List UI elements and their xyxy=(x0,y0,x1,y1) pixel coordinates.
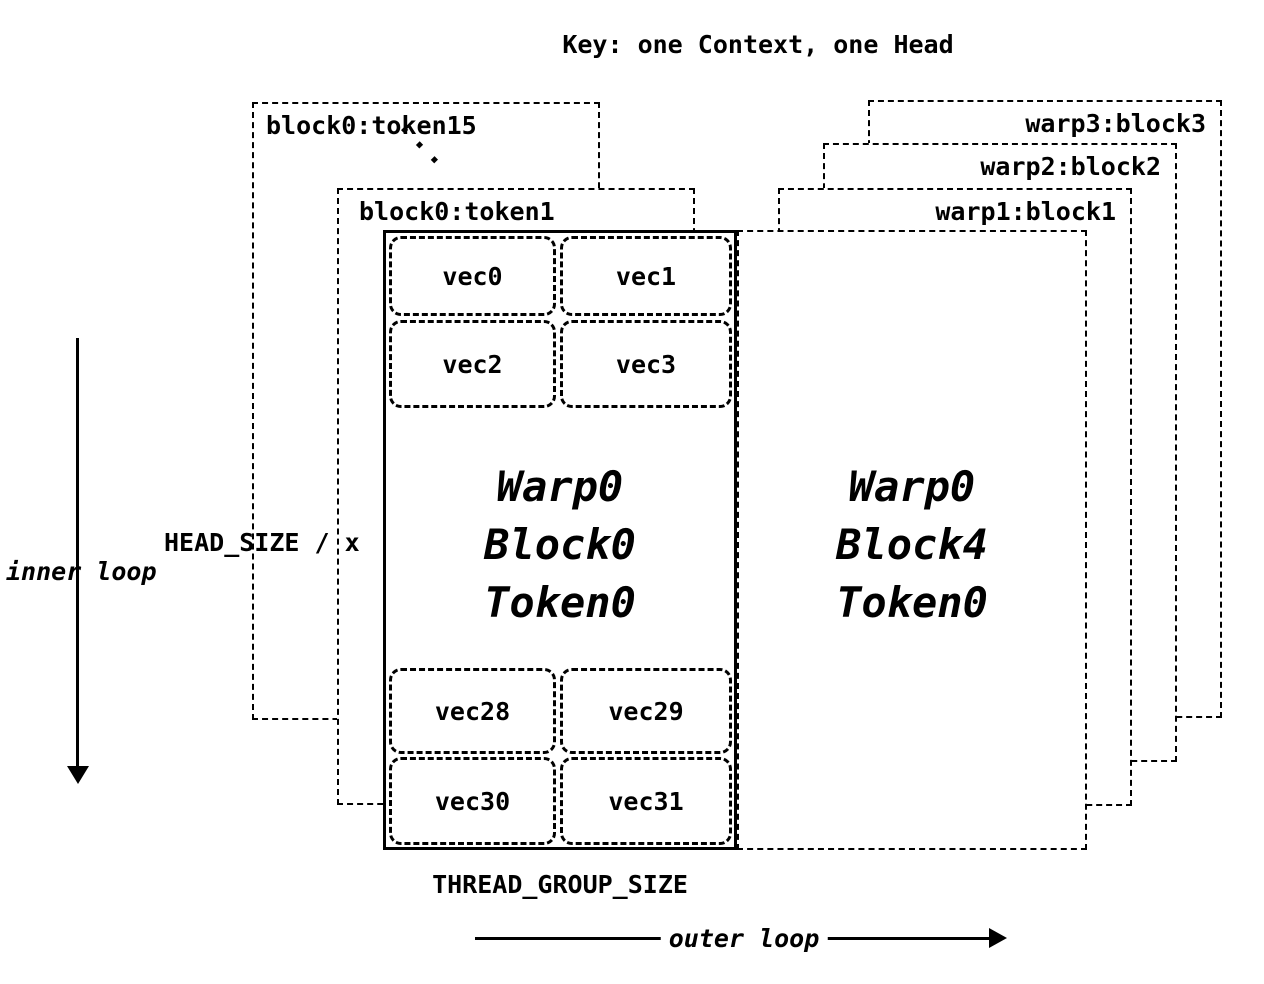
vec28-box: vec28 xyxy=(389,668,556,754)
label-warp1-block1: warp1:block1 xyxy=(935,197,1116,226)
diagram-title: Key: one Context, one Head xyxy=(562,30,954,59)
vec1-box: vec1 xyxy=(560,236,732,316)
warp-label-line: Warp0 xyxy=(848,462,976,511)
inner-loop-label: inner loop xyxy=(6,557,157,586)
inner-loop-arrowhead xyxy=(67,766,89,784)
vec0-box: vec0 xyxy=(389,236,556,316)
vec2-box: vec2 xyxy=(389,320,556,408)
warp0-block4-token0-box xyxy=(737,230,1087,850)
label-block0-token1: block0:token1 xyxy=(359,197,555,226)
thread-group-size-label: THREAD_GROUP_SIZE xyxy=(432,870,688,899)
inner-loop-arrow xyxy=(76,338,79,768)
vec31-box: vec31 xyxy=(560,757,732,845)
label-warp3-block3: warp3:block3 xyxy=(1025,109,1206,138)
warp0-block0-token0-label: Warp0 Block0 Token0 xyxy=(386,458,734,632)
block-label-line: Block4 xyxy=(836,520,988,569)
block-label-line: Block0 xyxy=(484,520,636,569)
vec29-box: vec29 xyxy=(560,668,732,754)
head-size-label: HEAD_SIZE / x xyxy=(164,528,360,557)
label-warp2-block2: warp2:block2 xyxy=(980,152,1161,181)
outer-loop-arrowhead xyxy=(989,928,1007,948)
vec30-box: vec30 xyxy=(389,757,556,845)
label-block0-token15: block0:token15 xyxy=(266,111,477,140)
token-label-line: Token0 xyxy=(836,578,988,627)
warp-label-line: Warp0 xyxy=(496,462,624,511)
warp0-block4-token0-label: Warp0 Block4 Token0 xyxy=(740,458,1084,632)
vec3-box: vec3 xyxy=(560,320,732,408)
outer-loop-label: outer loop xyxy=(660,924,828,953)
token-label-line: Token0 xyxy=(484,578,636,627)
